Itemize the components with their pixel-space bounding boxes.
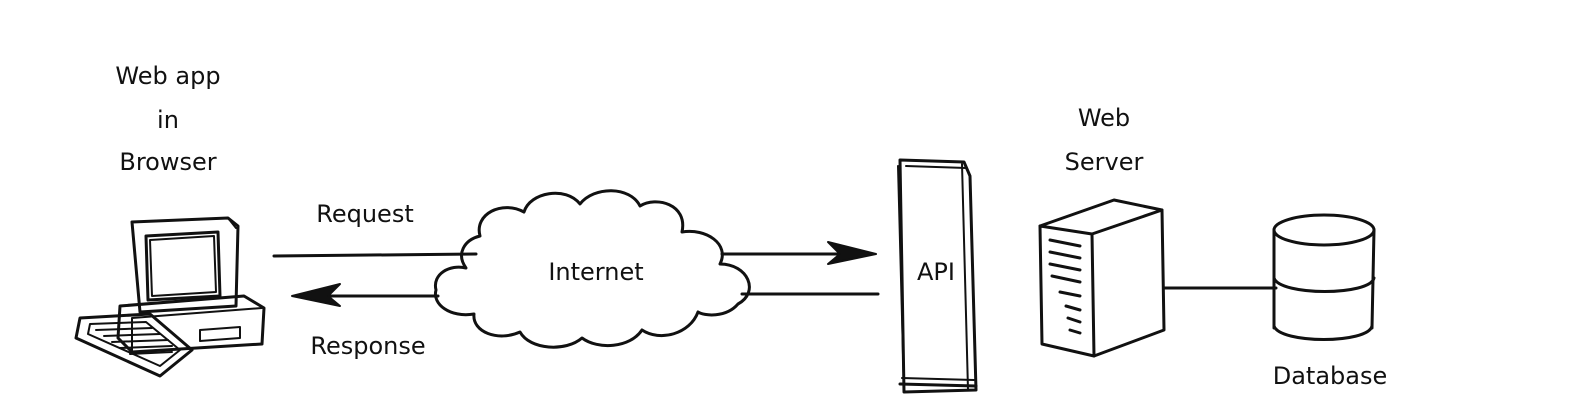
response-arrowhead-icon (291, 283, 341, 307)
api-label: API (917, 258, 955, 286)
client-label-line3: Browser (119, 148, 216, 176)
api-gateway-column (897, 158, 978, 394)
response-label: Response (310, 332, 425, 360)
request-label: Request (316, 200, 414, 228)
server-label-line2: Server (1065, 148, 1144, 176)
internet-label: Internet (548, 258, 643, 286)
client-label-line2: in (157, 106, 179, 134)
web-server-icon (1038, 198, 1166, 358)
computer-icon (74, 216, 266, 378)
request-arrowhead-icon (827, 241, 877, 265)
server-label-line1: Web (1078, 104, 1130, 132)
client-label-line1: Web app (115, 62, 220, 90)
database-icon (1272, 213, 1376, 341)
internet-cloud-icon (433, 189, 751, 349)
request-line-left (272, 252, 478, 258)
database-label: Database (1273, 362, 1388, 390)
